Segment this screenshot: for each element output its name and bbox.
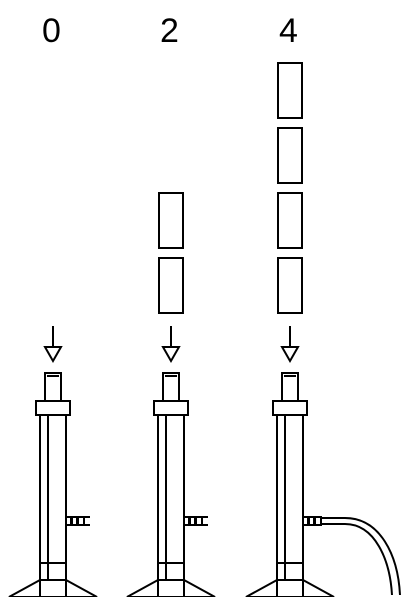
- column-tube: [157, 414, 185, 581]
- stack-block: [277, 192, 303, 249]
- stack-count-label: 2: [160, 12, 179, 50]
- stack-block: [158, 257, 184, 314]
- column-tube: [39, 414, 67, 581]
- side-connector-rib: [188, 517, 191, 525]
- side-connector-rib: [307, 517, 310, 525]
- base-foot: [8, 579, 98, 597]
- base-foot: [126, 579, 216, 597]
- side-connector: [302, 516, 322, 526]
- side-connector: [65, 516, 85, 526]
- base-foot: [245, 579, 335, 597]
- side-connector: [183, 516, 203, 526]
- stack-block: [158, 192, 184, 249]
- side-connector-rib: [70, 517, 73, 525]
- stack-3: 4: [245, 12, 401, 597]
- stack-block: [277, 127, 303, 184]
- hose-inner-line: [321, 523, 393, 596]
- stack-block: [277, 257, 303, 314]
- top-cap: [281, 372, 299, 402]
- stack-count-label: 4: [279, 12, 298, 50]
- stack-block: [277, 62, 303, 119]
- down-arrow-head: [280, 346, 300, 364]
- collar: [153, 400, 189, 416]
- stack-2: 2: [126, 12, 216, 597]
- top-cap: [162, 372, 180, 402]
- hose-outer-line: [321, 517, 401, 596]
- stack-count-label: 0: [42, 12, 61, 50]
- top-cap: [44, 372, 62, 402]
- column-tube: [276, 414, 304, 581]
- collar: [272, 400, 308, 416]
- collar: [35, 400, 71, 416]
- down-arrow-head: [161, 346, 181, 364]
- stack-1: 0: [8, 12, 98, 597]
- side-connector-rib: [76, 517, 79, 525]
- down-arrow-head: [43, 346, 63, 364]
- side-connector-rib: [194, 517, 197, 525]
- side-connector-rib: [313, 517, 316, 525]
